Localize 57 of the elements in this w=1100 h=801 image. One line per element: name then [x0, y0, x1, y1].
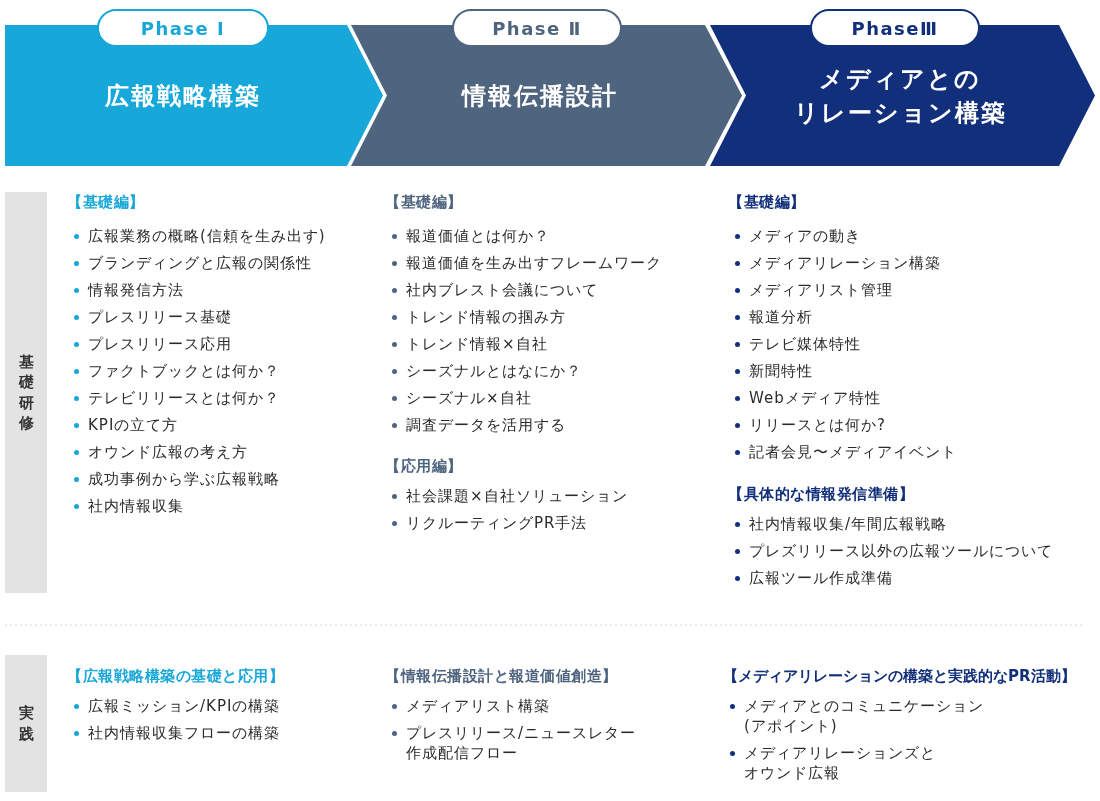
phase-tag: Phase I	[97, 9, 269, 47]
list-item-text: リリースとは何か?	[749, 415, 886, 435]
list-item-text: プレスリリース/ニュースレター作成配信フロー	[406, 723, 637, 763]
row-header-text: 基礎研修	[18, 352, 34, 433]
list-item-text: リクルーティングPR手法	[406, 513, 588, 533]
list-item-text: ブランディングと広報の関係性	[88, 253, 312, 273]
row-header-band	[5, 655, 47, 792]
list-item-text: プレスリリース応用	[88, 334, 232, 354]
list-item-text: 社内情報収集フローの構築	[88, 723, 280, 743]
list-item-text: メディアリレーションズとオウンド広報	[744, 743, 936, 783]
phase-tag: PhaseⅢ	[810, 9, 980, 47]
section-heading: 【基礎編】	[385, 192, 463, 212]
list-item-text: メディアリスト管理	[749, 280, 893, 300]
list-item-text: テレビリリースとは何か？	[88, 388, 280, 408]
section-heading: 【応用編】	[385, 456, 463, 476]
phase-title: 広報戦略構築	[105, 80, 261, 112]
section-heading: 【情報伝播設計と報道価値創造】	[385, 666, 618, 686]
list-item-text: Webメディア特性	[749, 388, 881, 408]
list-item-text: 広報ミッション/KPIの構築	[88, 696, 281, 716]
list-item-text: 社内情報収集	[88, 496, 184, 516]
list-item-text: 調査データを活用する	[406, 415, 566, 435]
list-item-text: 広報業務の概略(信頼を生み出す)	[88, 226, 326, 246]
list-item-text: メディアリスト構築	[406, 696, 550, 716]
section-heading: 【広報戦略構築の基礎と応用】	[67, 666, 284, 686]
list-item-text: KPIの立て方	[88, 415, 179, 435]
list-item-text: 報道分析	[749, 307, 813, 327]
list-item-text: オウンド広報の考え方	[88, 442, 248, 462]
list-item-text: トレンド情報×自社	[406, 334, 548, 354]
list-item-text: プレスリリース基礎	[88, 307, 232, 327]
list-item-text: 報道価値とは何か？	[406, 226, 550, 246]
list-item-text: 社内ブレスト会議について	[406, 280, 598, 300]
list-item-text: ファクトブックとは何か？	[88, 361, 280, 381]
list-item-text: 記者会見〜メディアイベント	[749, 442, 957, 462]
list-item-text: 成功事例から学ぶ広報戦略	[88, 469, 280, 489]
row-header-text: 実践	[18, 703, 34, 744]
list-item-text: 社内情報収集/年間広報戦略	[749, 514, 948, 534]
list-item-text: シーズナル×自社	[406, 388, 532, 408]
list-item-text: 報道価値を生み出すフレームワーク	[406, 253, 662, 273]
list-item-text: シーズナルとはなにか？	[406, 361, 582, 381]
phase-title: 情報伝播設計	[462, 80, 618, 112]
phase-title: メディアとのリレーション構築	[793, 63, 1007, 129]
list-item-text: 情報発信方法	[88, 280, 184, 300]
list-item-text: 新聞特性	[749, 361, 813, 381]
list-item-text: 広報ツール作成準備	[749, 568, 893, 588]
section-heading: 【メディアリレーションの構築と実践的なPR活動】	[723, 666, 1076, 686]
list-item-text: メディアとのコミュニケーション(アポイント)	[744, 696, 984, 736]
section-heading: 【基礎編】	[67, 192, 145, 212]
list-item-text: メディアの動き	[749, 226, 861, 246]
phase-tag: Phase Ⅱ	[452, 9, 622, 47]
section-heading: 【具体的な情報発信準備】	[728, 484, 914, 504]
list-item-text: プレズリリース以外の広報ツールについて	[749, 541, 1053, 561]
list-item-text: テレビ媒体特性	[749, 334, 861, 354]
section-heading: 【基礎編】	[728, 192, 806, 212]
list-item-text: メディアリレーション構築	[749, 253, 941, 273]
list-item-text: トレンド情報の掴み方	[406, 307, 566, 327]
list-item-text: 社会課題×自社ソリューション	[406, 486, 628, 506]
row-header-band	[5, 192, 47, 593]
